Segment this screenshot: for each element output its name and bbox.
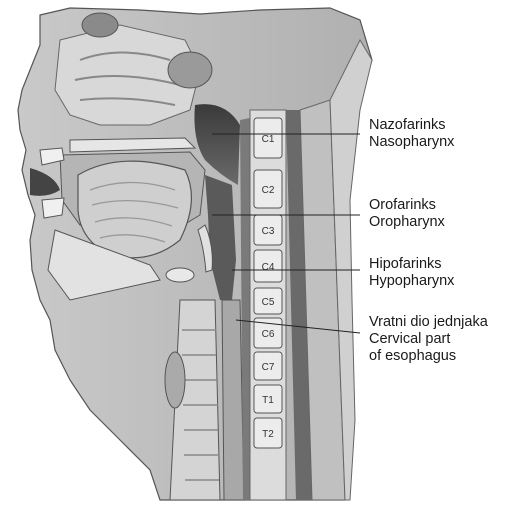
hyoid (166, 268, 194, 282)
vertebra-label-t2: T2 (262, 429, 274, 440)
vertebra-label-c3: C3 (262, 226, 275, 237)
vertebra-label-c6: C6 (262, 329, 275, 340)
label-oropharynx-line-1: Orofarinks (369, 197, 445, 214)
label-cervical-esophagus-line-2: Cervical part (369, 331, 488, 348)
label-cervical-esophagus-line-1: Vratni dio jednjaka (369, 314, 488, 331)
vertebra-label-c7: C7 (262, 362, 275, 373)
label-nasopharynx: Nazofarinks Nasopharynx (369, 117, 454, 151)
label-cervical-esophagus-line-3: of esophagus (369, 348, 488, 365)
label-nasopharynx-line-2: Nasopharynx (369, 134, 454, 151)
label-hypopharynx-line-1: Hipofarinks (369, 256, 454, 273)
label-cervical-esophagus: Vratni dio jednjaka Cervical part of eso… (369, 314, 488, 365)
label-oropharynx: Orofarinks Oropharynx (369, 197, 445, 231)
label-hypopharynx-line-2: Hypopharynx (369, 273, 454, 290)
esophagus (222, 300, 244, 500)
tongue (78, 161, 191, 258)
vertebra-label-c2: C2 (262, 185, 275, 196)
vertebra-label-c4: C4 (262, 262, 275, 273)
vertebra-label-c5: C5 (262, 297, 275, 308)
sphenoid-sinus (168, 52, 212, 88)
vertebra-label-c1: C1 (262, 134, 275, 145)
label-nasopharynx-line-1: Nazofarinks (369, 117, 454, 134)
label-oropharynx-line-2: Oropharynx (369, 214, 445, 231)
vertebra-label-t1: T1 (262, 395, 274, 406)
label-hypopharynx: Hipofarinks Hypopharynx (369, 256, 454, 290)
